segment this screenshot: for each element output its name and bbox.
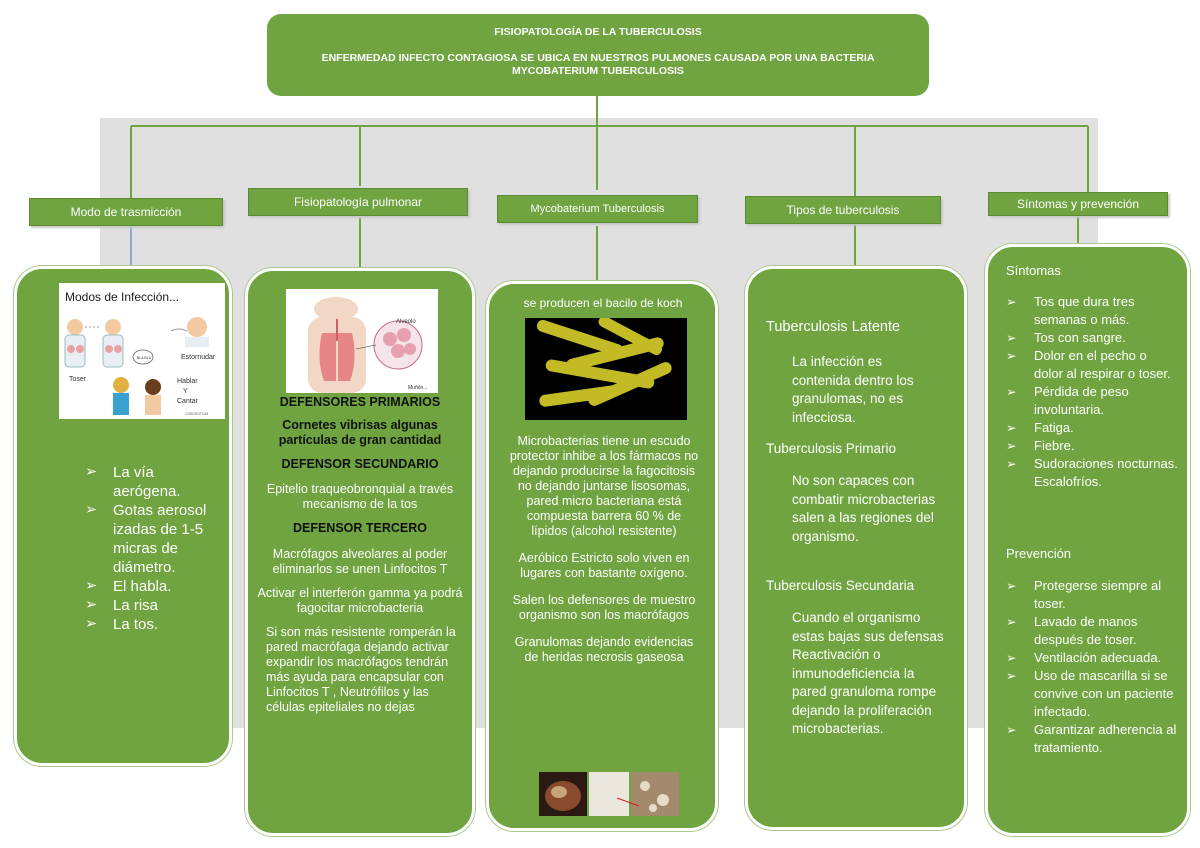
lungs-image: Alveolo Muñón... — [286, 289, 438, 393]
card-sintomas-prevencion: Síntomas Tos que dura tres semanas o más… — [985, 244, 1190, 836]
sintomas-title: Síntomas — [1006, 263, 1061, 278]
svg-text:Cantar: Cantar — [177, 398, 199, 405]
card-tipos: Tuberculosis Latente La infección es con… — [745, 266, 967, 830]
mycobaterium-text: Microbacterias tiene un escudo protector… — [509, 434, 699, 665]
svg-text:Estornudar: Estornudar — [181, 354, 216, 361]
primario-text: No son capaces con combatir microbacteri… — [792, 473, 936, 544]
prevencion-list: Protegerse siempre al toser. Lavado de m… — [1006, 577, 1178, 757]
list-item: Pérdida de peso involuntaria. — [1006, 383, 1178, 419]
trasmision-list: La vía aerógena. Gotas aerosol izadas de… — [85, 463, 215, 634]
main-title: FISIOPATOLOGÍA DE LA TUBERCULOSIS — [494, 26, 702, 38]
header-fisiopatologia: Fisiopatología pulmonar — [248, 188, 468, 216]
svg-text:Muñón...: Muñón... — [408, 385, 427, 391]
svg-text:Alveolo: Alveolo — [396, 319, 416, 325]
infection-modes-image: Modos de Infección... Toser Estornudar B… — [59, 283, 225, 419]
svg-text:Y: Y — [183, 388, 188, 395]
infection-image-title: Modos de Infección... — [65, 290, 179, 304]
list-item: La tos. — [85, 615, 215, 634]
prevencion-title: Prevención — [1006, 546, 1072, 561]
header-modo-trasmision: Modo de trasmicción — [29, 198, 223, 226]
bacilo-intro: se producen el bacilo de koch — [523, 296, 683, 310]
svg-text:CARDENTIUM: CARDENTIUM — [185, 412, 208, 416]
granuloma-images — [539, 772, 679, 816]
list-item: Fatiga. — [1006, 419, 1178, 437]
escudo-protector-text: Microbacterias tiene un escudo protector… — [509, 434, 699, 538]
resistencia-text: Si son más resistente romperán la pared … — [266, 625, 456, 714]
latente-text: La infección es contenida dentro los gra… — [792, 354, 914, 425]
primario-heading: Tuberculosis Primario — [766, 441, 897, 456]
secundaria-text: Cuando el organismo estas bajas sus defe… — [792, 610, 944, 736]
secundaria-heading: Tuberculosis Secundaria — [766, 578, 915, 593]
defensor-secundario-heading: DEFENSOR SECUNDARIO — [281, 457, 439, 471]
svg-text:Hablar: Hablar — [177, 378, 198, 385]
interferon-text: Activar el interferón gamma ya podrá fag… — [257, 586, 463, 615]
defensores-primarios-heading: DEFENSORES PRIMARIOS — [279, 395, 441, 409]
list-item: Tos con sangre. — [1006, 329, 1178, 347]
main-subtitle: ENFERMEDAD INFECTO CONTAGIOSA SE UBICA E… — [321, 52, 875, 77]
list-item: Garantizar adherencia al tratamiento. — [1006, 721, 1178, 757]
sintomas-list: Tos que dura tres semanas o más. Tos con… — [1006, 293, 1178, 491]
list-item: Uso de mascarilla si se convive con un p… — [1006, 667, 1178, 721]
list-item: Lavado de manos después de toser. — [1006, 613, 1178, 649]
list-item: Protegerse siempre al toser. — [1006, 577, 1178, 613]
bacillus-image — [525, 316, 687, 420]
list-item: Sudoraciones nocturnas. Escalofríos. — [1006, 455, 1178, 491]
defensor-tercero-text: Macrófagos alveolares al poder eliminarl… — [272, 547, 448, 576]
list-item: Ventilación adecuada. — [1006, 649, 1178, 667]
list-item: Tos que dura tres semanas o más. — [1006, 293, 1178, 329]
defensores-primarios-text: Cornetes vibrisas algunas partículas de … — [278, 418, 442, 447]
list-item: La risa — [85, 596, 215, 615]
title-box: FISIOPATOLOGÍA DE LA TUBERCULOSIS ENFERM… — [267, 14, 929, 96]
latente-heading: Tuberculosis Latente — [766, 319, 901, 335]
defensores-text: Salen los defensores de muestro organism… — [512, 593, 696, 622]
list-item: Gotas aerosol izadas de 1-5 micras de di… — [85, 501, 215, 577]
svg-text:BLA BLA: BLA BLA — [137, 356, 152, 360]
defensor-secundario-text: Epitelio traqueobronquial a través mecan… — [266, 482, 454, 511]
aerobico-text: Aeróbico Estricto solo viven en lugares … — [518, 551, 690, 580]
list-item: El habla. — [85, 577, 215, 596]
list-item: Dolor en el pecho o dolor al respirar o … — [1006, 347, 1178, 383]
card-mycobaterium: se producen el bacilo de koch Microbacte… — [486, 281, 718, 831]
header-mycobaterium: Mycobaterium Tuberculosis — [497, 195, 698, 223]
card-fisiopatologia: Alveolo Muñón... DEFENSORES PRIMARIOS Co… — [245, 268, 475, 836]
list-item: Fiebre. — [1006, 437, 1178, 455]
list-item: La vía aerógena. — [85, 463, 215, 501]
header-sintomas-prevencion: Síntomas y prevención — [988, 192, 1168, 216]
fisiopatologia-text: DEFENSORES PRIMARIOS Cornetes vibrisas a… — [256, 395, 464, 715]
granulomas-text: Granulomas dejando evidencias de heridas… — [514, 635, 694, 664]
card-modo-trasmision: Modos de Infección... Toser Estornudar B… — [14, 266, 232, 766]
header-tipos: Tipos de tuberculosis — [745, 196, 941, 224]
defensor-tercero-heading: DEFENSOR TERCERO — [292, 521, 428, 535]
svg-text:Toser: Toser — [69, 376, 87, 383]
